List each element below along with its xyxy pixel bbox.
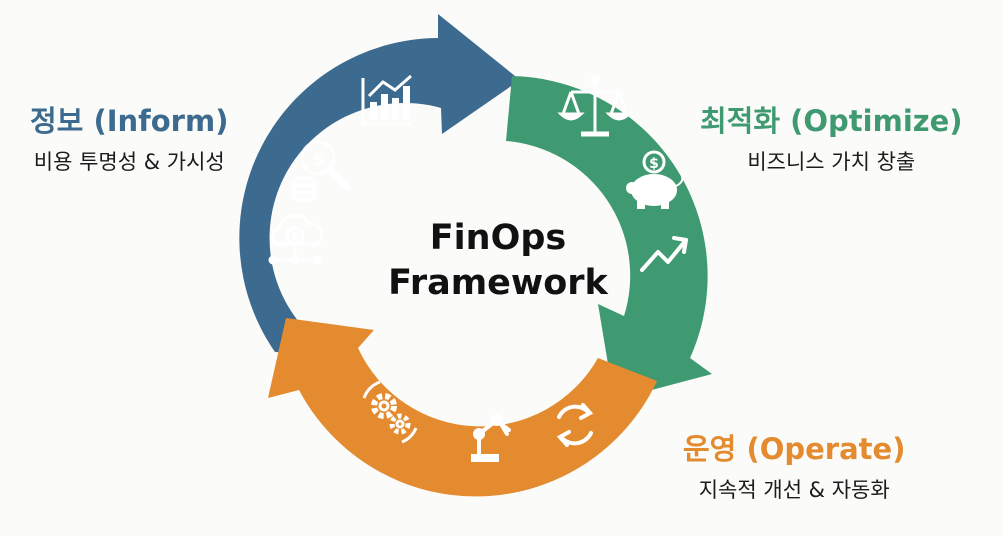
optimize-label: 최적화 (Optimize) 비즈니스 가치 창출 bbox=[700, 98, 963, 176]
operate-title: 운영 (Operate) bbox=[683, 432, 906, 466]
piggy-bank-icon: $ bbox=[626, 150, 684, 209]
cloud-dollar-icon: $ bbox=[268, 213, 324, 265]
inform-label: 정보 (Inform) 비용 투명성 & 가시성 bbox=[30, 98, 228, 176]
svg-text:$: $ bbox=[649, 156, 659, 172]
gears-icon bbox=[362, 380, 418, 444]
inform-title: 정보 (Inform) bbox=[30, 104, 229, 138]
operate-arrow bbox=[268, 318, 657, 497]
center-title-line2: Framework bbox=[388, 263, 608, 303]
inform-desc: 비용 투명성 & 가시성 bbox=[33, 150, 225, 174]
svg-text:$: $ bbox=[291, 230, 299, 244]
inform-arrow bbox=[239, 14, 520, 356]
center-title-line1: FinOps bbox=[429, 218, 567, 258]
refresh-cycle-icon bbox=[556, 403, 594, 447]
svg-text:$: $ bbox=[312, 149, 325, 170]
robot-arm-icon bbox=[471, 414, 511, 462]
trend-up-icon bbox=[640, 236, 688, 272]
optimize-desc: 비즈니스 가치 창출 bbox=[747, 150, 916, 174]
coin-search-icon: $ bbox=[291, 140, 351, 202]
optimize-arrow bbox=[506, 76, 712, 400]
balance-scale-icon bbox=[557, 75, 633, 137]
optimize-title: 최적화 (Optimize) bbox=[700, 104, 963, 138]
bar-chart-icon bbox=[361, 74, 412, 126]
operate-desc: 지속적 개선 & 자동화 bbox=[698, 478, 890, 502]
operate-label: 운영 (Operate) 지속적 개선 & 자동화 bbox=[683, 426, 905, 504]
center-title: FinOps Framework bbox=[348, 216, 648, 306]
